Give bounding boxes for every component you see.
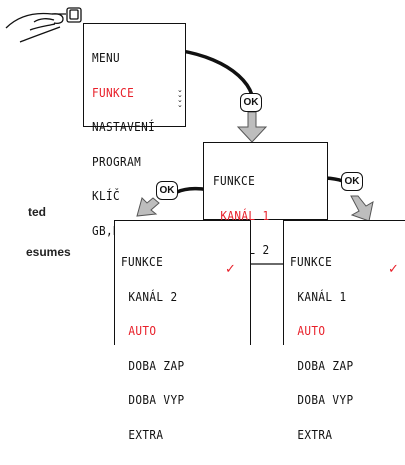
screen-title: FUNKCE: [213, 174, 256, 188]
down-arrow-icon: [350, 195, 374, 222]
channel-name: KANÁL 1: [297, 289, 347, 304]
function-item-selected: AUTO: [128, 324, 157, 338]
function-item: DOBA ZAP: [297, 358, 354, 373]
screen-title: FUNKCE: [121, 255, 164, 269]
screen-title: FUNKCE: [290, 255, 333, 269]
side-text-fragment: ted: [28, 205, 46, 219]
checkmark-icon: ✓: [225, 262, 236, 277]
down-arrow-icon: [136, 197, 160, 217]
menu-line: PROGRAM: [92, 154, 142, 169]
function-item: DOBA ZAP: [128, 358, 185, 373]
function-item: DOBA VYP: [128, 393, 185, 407]
kanal2-screen: FUNKCE KANÁL 2 AUTO DOBA ZAP DOBA VYP EX…: [114, 220, 251, 440]
checkmark-icon: ✓: [388, 262, 399, 277]
funkce-screen: FUNKCE KANÁL 1 KANÁL 2: [203, 142, 328, 256]
function-item-selected: AUTO: [297, 324, 326, 338]
function-item: DOBA VYP: [297, 393, 354, 407]
menu-screen: MENU FUNKCE NASTAVENÍ PROGRAM KLÍČ GB,DE…: [83, 23, 186, 236]
menu-line: NASTAVENÍ: [92, 120, 156, 134]
menu-line-selected: FUNKCE: [92, 85, 135, 100]
menu-line: MENU: [92, 51, 121, 65]
channel-name: KANÁL 2: [128, 289, 178, 304]
function-item: EXTRA: [297, 427, 333, 442]
hand-pressing-button-icon: [5, 7, 82, 43]
ok-button-icon: OK: [240, 93, 262, 112]
down-arrow-icon: [236, 111, 268, 143]
scroll-indicator-icon: ⌄⌄⌄⌄: [177, 86, 183, 109]
ok-button-icon: OK: [341, 172, 363, 191]
menu-line: KLÍČ: [92, 189, 121, 203]
function-item: EXTRA: [128, 427, 164, 442]
side-text-fragment: esumes: [26, 245, 71, 259]
channel-item-selected: KANÁL 1: [220, 208, 270, 223]
menu-navigation-diagram: MENU FUNKCE NASTAVENÍ PROGRAM KLÍČ GB,DE…: [5, 7, 405, 440]
kanal1-screen: FUNKCE KANÁL 1 AUTO DOBA ZAP DOBA VYP EX…: [283, 220, 405, 440]
ok-button-icon: OK: [156, 181, 178, 200]
